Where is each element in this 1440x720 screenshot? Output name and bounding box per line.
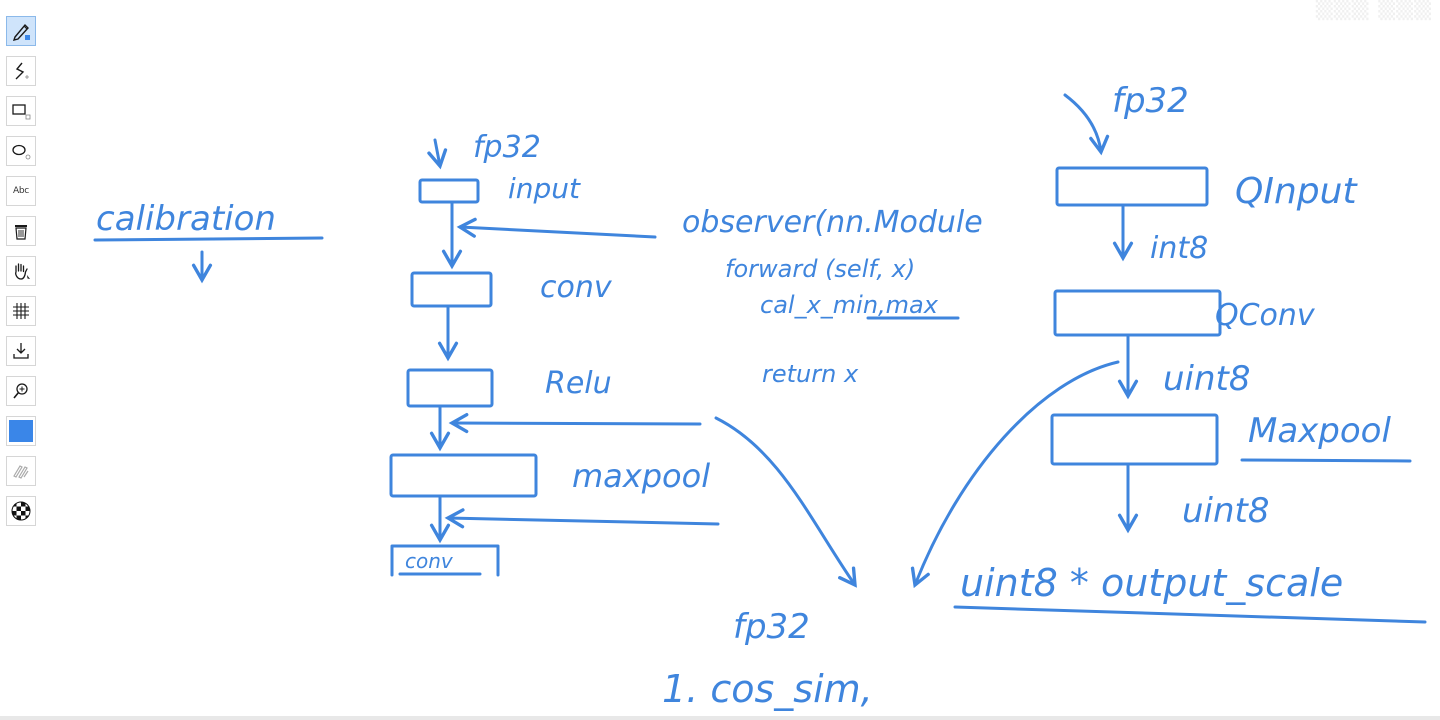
highlighter-icon	[13, 465, 29, 479]
text-tool-label: Abc	[13, 186, 29, 196]
pattern-tool-button[interactable]	[6, 496, 36, 526]
observer-arrow	[456, 217, 657, 239]
observer-line-2: forward (self, x)	[725, 255, 915, 283]
bottom-scroll-bar	[0, 716, 1440, 720]
qmaxpool-label: Maxpool	[1248, 411, 1391, 451]
fp32-right-label: fp32	[1112, 81, 1189, 121]
qinput-box	[1055, 166, 1209, 207]
pen-icon	[12, 23, 30, 41]
pan-tool-button[interactable]	[6, 256, 36, 286]
right-to-cossim-curve	[910, 360, 1120, 589]
conv-box	[410, 271, 493, 308]
pen-tool-button[interactable]	[6, 16, 36, 46]
observer-arrow-2	[448, 412, 702, 434]
checkered-pattern-icon	[11, 501, 31, 521]
grid-tool-button[interactable]	[6, 296, 36, 326]
watermark: ▒▒▒ ▒▒▒	[1315, 0, 1432, 21]
color-swatch	[9, 420, 33, 442]
relu-label: Relu	[545, 366, 612, 401]
fp32-center-label: fp32	[473, 130, 541, 165]
relu-box	[406, 368, 494, 408]
freehand-line-icon	[15, 62, 29, 80]
conv-partial-box	[390, 544, 500, 577]
uint8-label-1: uint8	[1163, 359, 1251, 399]
eraser-tool-button[interactable]	[6, 216, 36, 246]
zoom-in-icon	[13, 383, 28, 399]
calibration-underline	[93, 236, 324, 242]
qconv-box	[1053, 289, 1222, 337]
text-tool-button[interactable]: Abc	[6, 176, 36, 206]
input-box	[418, 178, 480, 204]
int8-label: int8	[1150, 231, 1208, 266]
maxpool-underline	[1240, 458, 1412, 463]
observer-arrow-3	[444, 508, 720, 529]
highlighter-tool-button[interactable]	[6, 456, 36, 486]
rectangle-tool-button[interactable]	[6, 96, 36, 126]
fp32-bottom-label: fp32	[733, 607, 810, 647]
observer-line-1: observer(nn.Module	[682, 205, 983, 240]
zoom-tool-button[interactable]	[6, 376, 36, 406]
grid-icon	[13, 303, 29, 319]
output-expression-underline	[953, 605, 1427, 624]
conv-box-label: conv	[405, 549, 454, 573]
cos-sim-label: 1. cos_sim,	[662, 667, 873, 711]
qconv-label: QConv	[1215, 298, 1316, 333]
qinput-label: QInput	[1235, 171, 1358, 212]
download-tool-button[interactable]	[6, 336, 36, 366]
uint8-label-2: uint8	[1182, 491, 1270, 531]
line-tool-button[interactable]	[6, 56, 36, 86]
fp32-right-arrow	[1063, 93, 1110, 156]
ellipse-icon	[12, 144, 31, 160]
hand-icon	[15, 263, 30, 280]
trash-icon	[15, 225, 27, 240]
conv-label: conv	[540, 270, 613, 305]
color-picker-button[interactable]	[6, 416, 36, 446]
download-icon	[13, 343, 29, 359]
fp32-input-arrow	[427, 138, 448, 170]
ellipse-tool-button[interactable]	[6, 136, 36, 166]
center-to-cossim-curve	[714, 416, 857, 588]
maxpool-box	[389, 453, 538, 498]
rectangle-icon	[12, 104, 31, 120]
calibration-label: calibration	[96, 199, 276, 239]
observer-line-4: return x	[762, 360, 859, 388]
maxpool-label: maxpool	[572, 457, 710, 495]
qmaxpool-box	[1050, 413, 1219, 466]
observer-line-3: cal_x_min,max	[760, 291, 939, 319]
input-label: input	[508, 172, 581, 205]
output-expression: uint8 * output_scale	[960, 561, 1343, 605]
